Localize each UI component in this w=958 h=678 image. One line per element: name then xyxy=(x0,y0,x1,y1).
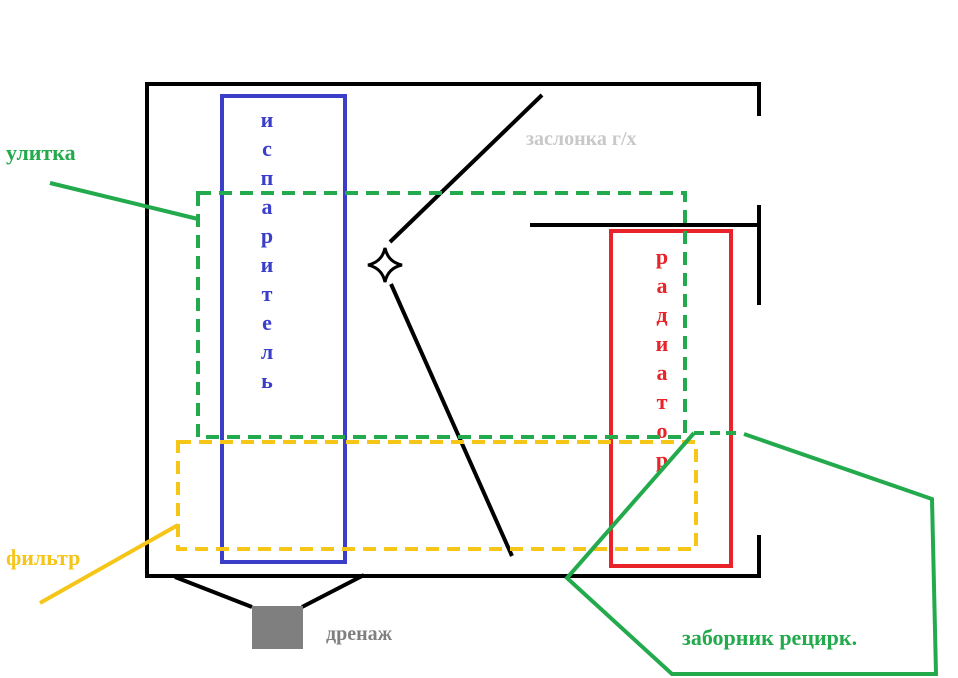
vertical-letter: р xyxy=(656,244,668,269)
snail-leader xyxy=(49,181,199,221)
vertical-letter: ь xyxy=(261,368,273,393)
snail-label: улитка xyxy=(6,140,76,165)
vertical-letter: и xyxy=(656,331,669,356)
vertical-letter: р xyxy=(261,223,273,248)
vertical-letter: и xyxy=(261,252,274,277)
damper xyxy=(367,93,544,557)
vertical-letter: с xyxy=(262,136,272,161)
damper-lower-flap xyxy=(389,283,514,557)
vertical-letter: и xyxy=(261,107,274,132)
damper-upper-flap xyxy=(388,93,544,244)
vertical-letter: а xyxy=(657,360,668,385)
vertical-letter: е xyxy=(262,310,272,335)
damper-pivot-icon xyxy=(367,247,403,283)
radiator-box xyxy=(609,229,733,568)
drain-funnel xyxy=(174,575,253,609)
vertical-letter: о xyxy=(657,418,668,443)
damper-label: заслонка г/х xyxy=(526,128,637,150)
vertical-letter: п xyxy=(261,165,274,190)
housing xyxy=(145,82,761,578)
vertical-letter: т xyxy=(262,281,273,306)
housing-main-wall xyxy=(145,82,761,578)
vertical-letter: т xyxy=(657,389,668,414)
filter-leader xyxy=(39,523,179,605)
vertical-letter: д xyxy=(656,302,667,327)
drain xyxy=(174,573,365,649)
evaporator-box xyxy=(220,94,347,564)
drain-outlet xyxy=(252,606,303,649)
filter-label: фильтр xyxy=(6,545,80,570)
vertical-letter: л xyxy=(261,339,273,364)
drain-funnel-right xyxy=(301,573,365,609)
recirc-intake-label: заборник рецирк. xyxy=(682,625,857,650)
vertical-letter: а xyxy=(262,194,273,219)
recirc-intake-outline xyxy=(564,431,939,676)
filter-zone xyxy=(176,440,698,551)
drain-label: дренаж xyxy=(326,623,393,645)
vertical-letter: а xyxy=(657,273,668,298)
snail-zone xyxy=(196,191,687,439)
